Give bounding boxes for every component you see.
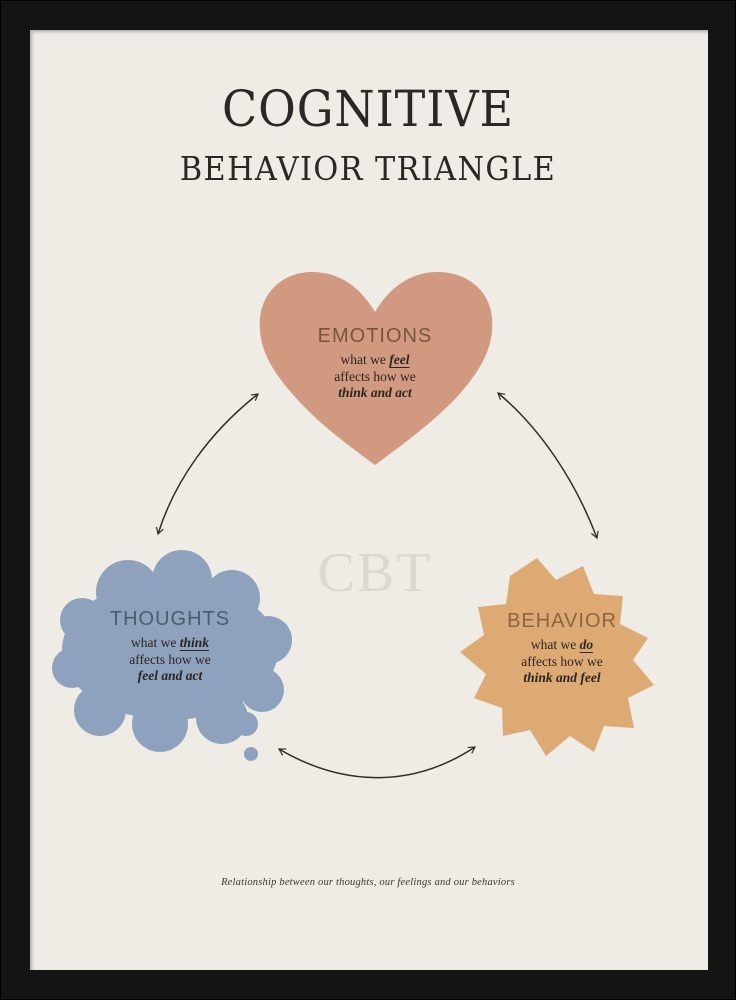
cbt-watermark: CBT bbox=[317, 542, 433, 604]
emotions-node: EMOTIONS what we feel affects how we thi… bbox=[300, 324, 450, 402]
thoughts-line-3: feel and act bbox=[137, 668, 203, 684]
poster-subtitle: BEHAVIOR TRIANGLE bbox=[179, 149, 557, 188]
thoughts-line-1: what we think bbox=[95, 635, 245, 651]
emotions-line-3: think and act bbox=[338, 385, 412, 401]
behavior-line-2: affects how we bbox=[521, 653, 603, 669]
arrow-emotions-behavior bbox=[497, 392, 599, 540]
thoughts-line-1-prefix: what we bbox=[130, 635, 180, 651]
thoughts-title: THOUGHTS bbox=[109, 608, 231, 630]
emotions-line-2: affects how we bbox=[334, 368, 416, 384]
emotions-title: EMOTIONS bbox=[317, 325, 433, 347]
behavior-title: BEHAVIOR bbox=[507, 610, 617, 632]
behavior-line-3: think and feel bbox=[523, 670, 601, 686]
arrow-thoughts-emotions bbox=[155, 393, 259, 536]
arrow-thoughts-behavior bbox=[277, 746, 476, 779]
behavior-emphasis: do bbox=[579, 637, 594, 653]
emotions-line-1: what we feel bbox=[300, 352, 450, 368]
thought-cloud-shape bbox=[52, 550, 292, 761]
heart-shape bbox=[259, 272, 493, 465]
behavior-node: BEHAVIOR what we do affects how we think… bbox=[487, 609, 637, 687]
thoughts-emphasis: think bbox=[179, 635, 209, 651]
thoughts-node: THOUGHTS what we think affects how we fe… bbox=[95, 607, 245, 685]
behavior-line-1-prefix: what we bbox=[530, 637, 580, 653]
poster-title: COGNITIVE bbox=[221, 80, 515, 138]
behavior-line-1: what we do bbox=[487, 637, 637, 653]
poster-caption: Relationship between our thoughts, our f… bbox=[221, 877, 515, 888]
starburst-shape bbox=[460, 558, 654, 756]
emotions-emphasis: feel bbox=[389, 352, 410, 368]
thoughts-line-2: affects how we bbox=[129, 651, 211, 667]
emotions-line-1-prefix: what we bbox=[340, 352, 390, 368]
